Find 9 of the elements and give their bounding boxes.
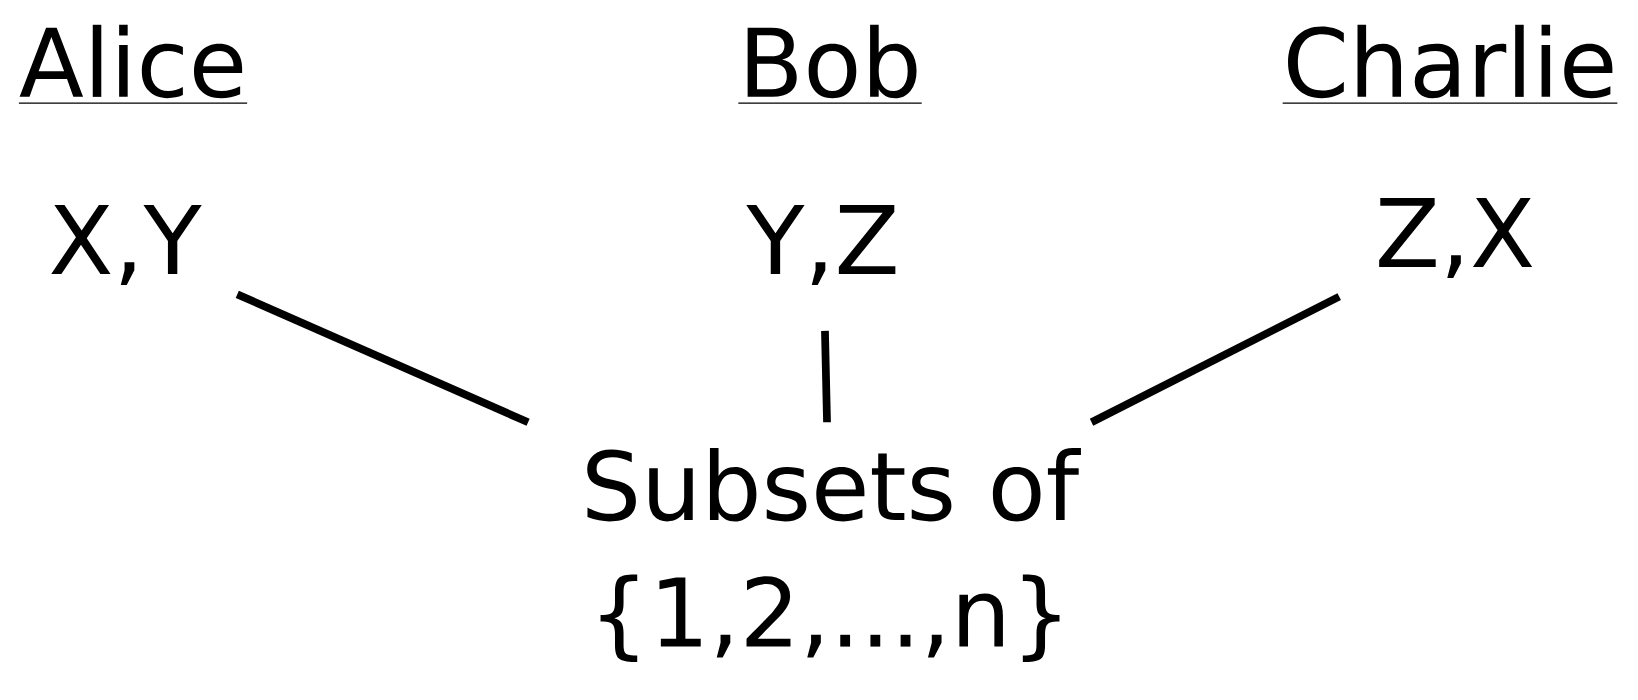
connector-line — [1089, 293, 1341, 426]
text-label: Subsets of {1,2,...,n} — [587, 447, 1081, 663]
heading: Charlie — [1282, 24, 1619, 104]
connector-line — [235, 290, 530, 426]
text-label: X,Y — [51, 204, 202, 286]
text-label: Z,X — [1379, 197, 1533, 279]
heading: Alice — [18, 24, 248, 104]
heading: Bob — [737, 24, 923, 104]
text-label: Y,Z — [746, 204, 896, 286]
